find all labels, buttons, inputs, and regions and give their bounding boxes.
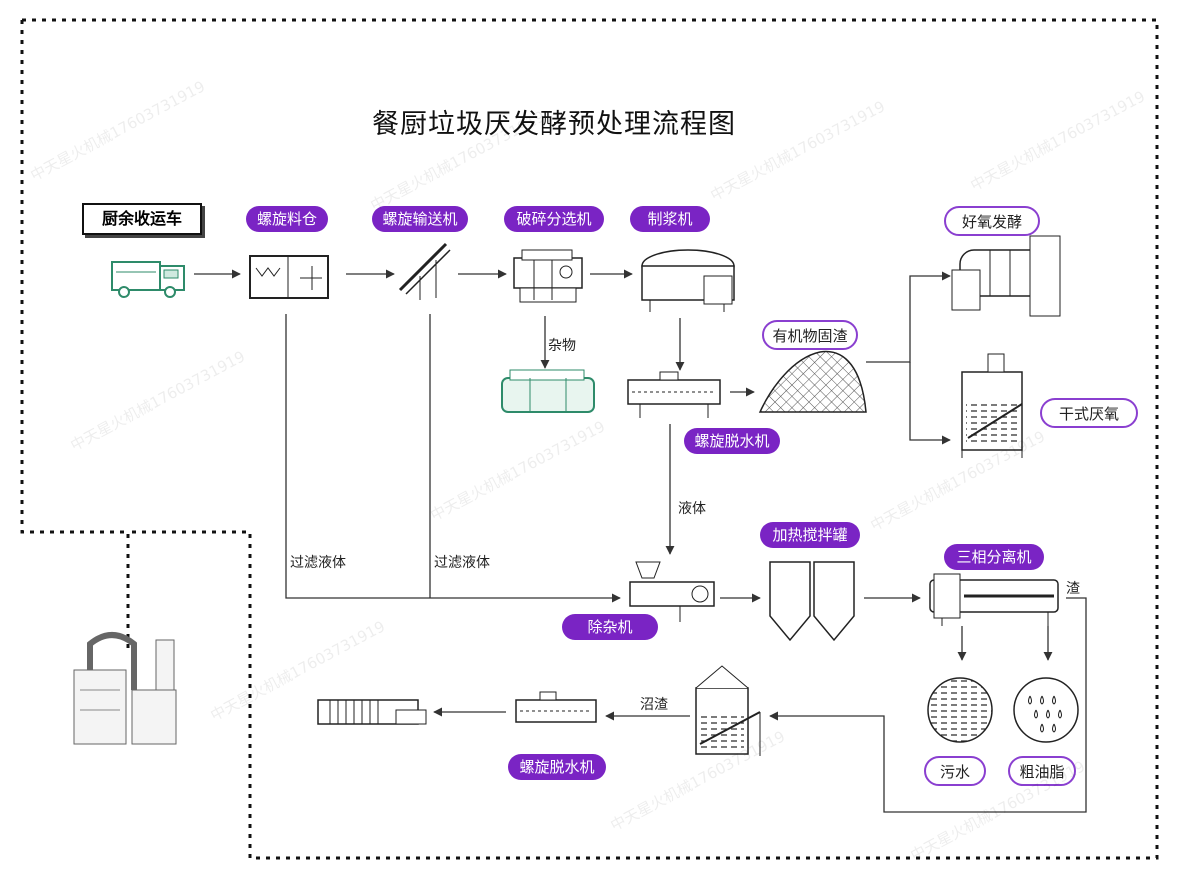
screw-bin-label: 螺旋料仓 — [246, 206, 328, 232]
arrow-residue-to-dry-anaerobic — [909, 362, 951, 445]
debris-machine-illustration — [501, 369, 595, 413]
organic-residue-mound — [758, 350, 867, 413]
screw-bin-illustration — [249, 255, 329, 299]
crusher-label: 破碎分选机 — [504, 206, 604, 232]
aerobic-label: 好氧发酵 — [944, 206, 1040, 236]
deodorization-tower-illustration — [73, 632, 177, 745]
aerobic-fermenter-illustration — [951, 235, 1061, 317]
screw-dewater-1-illustration — [627, 371, 721, 418]
impurity-remover-label: 除杂机 — [562, 614, 658, 640]
pulper-label: 制浆机 — [630, 206, 710, 232]
three-phase-label: 三相分离机 — [944, 544, 1044, 570]
residue-return-line — [769, 597, 1087, 813]
edge-label-filtrate-1: 过滤液体 — [290, 555, 346, 571]
dashed-border — [20, 18, 1159, 860]
filtrate-line-1 — [285, 314, 621, 603]
screw-conveyor-illustration — [398, 242, 451, 300]
heating-tank-illustration — [769, 561, 855, 642]
edge-label-sludge: 沼渣 — [640, 697, 668, 713]
crude-oil-circle — [1013, 677, 1079, 743]
screw-conveyor-label: 螺旋输送机 — [372, 206, 468, 232]
edge-label-residue: 渣 — [1066, 581, 1080, 597]
truck-illustration — [111, 261, 185, 298]
heat-tank-label: 加热搅拌罐 — [760, 522, 860, 548]
dry-anaerobic-label: 干式厌氧 — [1040, 398, 1138, 428]
arrow-residue-branch — [866, 271, 951, 363]
screw-dewater-2-illustration — [515, 691, 597, 723]
crude-oil-label: 粗油脂 — [1008, 756, 1076, 786]
crusher-illustration — [513, 249, 583, 303]
three-phase-separator-illustration — [929, 573, 1059, 626]
pulper-illustration — [641, 249, 735, 312]
truck-label: 厨余收运车 — [82, 203, 202, 235]
anaerobic-tank-illustration — [695, 665, 761, 756]
screw-dewater-2-label: 螺旋脱水机 — [508, 754, 606, 780]
edge-label-debris: 杂物 — [548, 338, 576, 354]
edge-label-liquid: 液体 — [678, 501, 706, 517]
impurity-remover-illustration — [629, 561, 715, 622]
organic-residue-label: 有机物固渣 — [762, 320, 858, 350]
wastewater-label: 污水 — [924, 756, 986, 786]
wastewater-circle — [927, 677, 993, 743]
filter-press-illustration — [317, 699, 427, 725]
page-title: 餐厨垃圾厌发酵预处理流程图 — [372, 109, 736, 140]
screw-dewater-1-label: 螺旋脱水机 — [684, 428, 780, 454]
edge-label-filtrate-2: 过滤液体 — [434, 555, 490, 571]
dry-anaerobic-tank-illustration — [961, 353, 1023, 458]
